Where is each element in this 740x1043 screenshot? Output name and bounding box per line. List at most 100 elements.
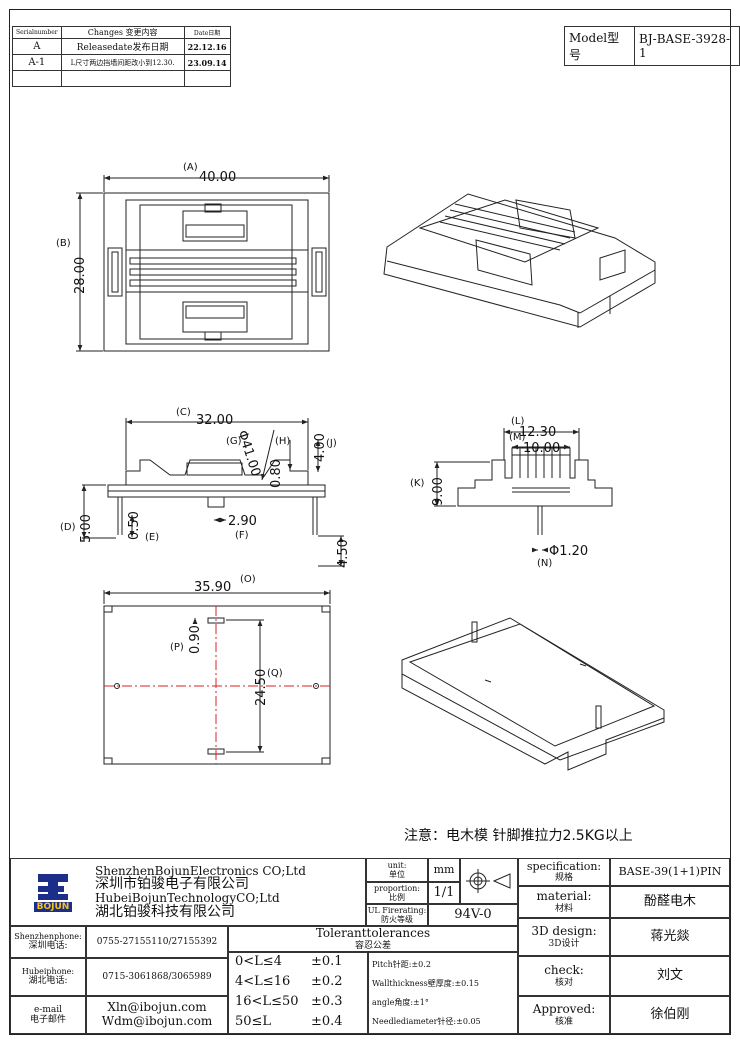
model-label: Model型号: [563, 26, 636, 66]
proportion-label-cell: proportion:比例: [366, 882, 428, 904]
dim-d-value: 5.00: [79, 514, 94, 543]
dim-q-value: 24.50: [254, 669, 269, 706]
rev-change: [60, 70, 185, 87]
proportion-value: 1/1: [428, 882, 460, 904]
bojun-logo-icon: [38, 873, 68, 900]
dim-b-label: (B): [56, 238, 71, 249]
dim-l-value: 12.30: [519, 425, 556, 440]
tolerance-range: 50≤L: [235, 1014, 272, 1029]
check-label-cn: 核对: [554, 977, 573, 988]
unit-label: unit:: [387, 860, 407, 870]
bottom-view: [103, 590, 331, 765]
tolerance-value: ±0.1: [311, 954, 343, 969]
dim-m-value: 10.00: [523, 441, 560, 456]
design-label-cell: 3D design:3D设计: [518, 918, 610, 956]
logo-text: BOJUN: [33, 901, 73, 913]
dim-c-value: 32.00: [196, 413, 233, 428]
email-1: Xln@ibojun.com: [107, 1000, 207, 1015]
isometric-view-top: [383, 193, 656, 328]
dim-j-value: 4.00: [313, 433, 328, 462]
email-2: Wdm@ibojun.com: [101, 1014, 213, 1028]
company-logo: BOJUN: [11, 872, 95, 913]
technical-drawing: (A) 40.00 (B) 28.00 (C) 32.00 (G) Φ41.00…: [56, 162, 665, 771]
company-cell: BOJUN ShenzhenBojunElectronics CO;Ltd 深圳…: [10, 858, 366, 926]
dim-m-label: (M): [509, 432, 526, 443]
tolerance-title-cn: 容忍公差: [354, 940, 391, 951]
approved-value: 徐伯刚: [610, 996, 730, 1034]
wall-tolerance: Wallthickness壁厚度:±0.15: [372, 978, 479, 988]
note-text: 注意：电木模 针脚推拉力2.5KG以上: [404, 828, 633, 844]
ul-label-cell: UL Firerating:防火等级: [366, 904, 428, 926]
spec-label-cell: specification:规格: [518, 858, 610, 886]
dim-e-value: 0.50: [127, 511, 142, 540]
spec-label: specification:: [526, 859, 602, 873]
needle-tolerance: Needlediameter针径:±0.05: [372, 1016, 481, 1026]
dim-d-label: (D): [60, 522, 76, 533]
approved-label-cell: Approved:核准: [518, 996, 610, 1034]
hb-phone-label-cn: 湖北电话:: [28, 976, 68, 987]
dim-k-value: 9.00: [431, 477, 446, 506]
tolerance-value: ±0.2: [311, 974, 343, 989]
company-en-2: HubeiBojunTechnologyCO;Ltd: [95, 891, 280, 905]
sz-phone: 0755-27155110/27155392: [86, 926, 228, 958]
check-label-cell: check:核对: [518, 956, 610, 996]
unit-value: mm: [428, 858, 460, 882]
email-label: e-mail: [33, 1004, 63, 1015]
material-label-cell: material:材料: [518, 886, 610, 918]
dim-a-value: 40.00: [199, 170, 236, 185]
material-label: material:: [536, 888, 592, 903]
material-value: 酚醛电木: [610, 886, 730, 918]
hb-phone-label: Hubeiphone:: [21, 967, 75, 977]
ul-label: UL Firerating:: [367, 905, 427, 915]
sz-phone-label: Shenzhenphone:: [14, 932, 82, 942]
dim-a-label: (A): [183, 162, 198, 173]
sz-phone-label-cn: 深圳电话:: [28, 941, 68, 952]
dim-j-label: (J): [326, 438, 337, 449]
dim-k-label: (K): [410, 478, 424, 489]
design-label: 3D design:: [531, 923, 597, 938]
company-cn-1: 深圳市铂骏电子有限公司: [95, 876, 249, 893]
dim-b-value: 28.00: [73, 257, 88, 294]
tolerance-value: ±0.3: [311, 994, 343, 1009]
company-cn-2: 湖北铂骏科技有限公司: [95, 903, 235, 920]
drawing-frame: [9, 9, 731, 1035]
dim-l-label: (L): [511, 416, 524, 427]
approved-label: Approved:: [532, 1001, 596, 1016]
title-block: BOJUN ShenzhenBojunElectronics CO;Ltd 深圳…: [10, 858, 730, 1034]
dim-c-label: (C): [176, 407, 191, 418]
model-value: BJ-BASE-3928-1: [634, 26, 740, 66]
ul-label-cn: 防火等级: [381, 915, 413, 924]
approved-label-cn: 核准: [554, 1016, 573, 1027]
dim-g-value: Φ41.00: [234, 429, 263, 479]
dim-n-value: Φ1.20: [549, 544, 588, 559]
tolerance-range: 0<L≤4: [235, 954, 282, 969]
unit-label-cn: 单位: [389, 870, 405, 879]
dim-g-label: (G): [226, 436, 242, 447]
design-label-cn: 3D设计: [548, 938, 580, 949]
isometric-view-bottom: [401, 617, 665, 771]
pitch-tolerance: Pitch针距:±0.2: [372, 959, 431, 969]
unit-label-cell: unit:单位: [366, 858, 428, 882]
tolerance-notes: Pitch针距:±0.2 Wallthickness壁厚度:±0.15 angl…: [368, 952, 518, 1034]
tolerance-range: 16<L≤50: [235, 994, 299, 1009]
dim-q-label: (Q): [267, 668, 283, 679]
dim-h-value: 0.80: [269, 459, 284, 488]
spec-value: BASE-39(1+1)PIN: [610, 858, 730, 886]
tolerance-range: 4<L≤16: [235, 974, 291, 989]
sz-phone-label-cell: Shenzhenphone:深圳电话:: [10, 926, 86, 958]
rev-date: [183, 70, 231, 87]
dim-o-label: (O): [240, 574, 256, 585]
hb-phone-label-cell: Hubeiphone:湖北电话:: [10, 958, 86, 996]
tolerance-value: ±0.4: [311, 1014, 343, 1029]
dim-f-value: 2.90: [228, 514, 257, 529]
dim-i-value: 4.50: [336, 539, 351, 568]
model-table: Model型号 BJ-BASE-3928-1: [563, 26, 740, 66]
dim-h-label: (H): [275, 436, 290, 447]
check-label: check:: [544, 962, 584, 977]
dim-o-value: 35.90: [194, 580, 231, 595]
projection-symbol-cell: [460, 858, 518, 904]
company-names: ShenzhenBojunElectronics CO;Ltd 深圳市铂骏电子有…: [95, 865, 306, 920]
